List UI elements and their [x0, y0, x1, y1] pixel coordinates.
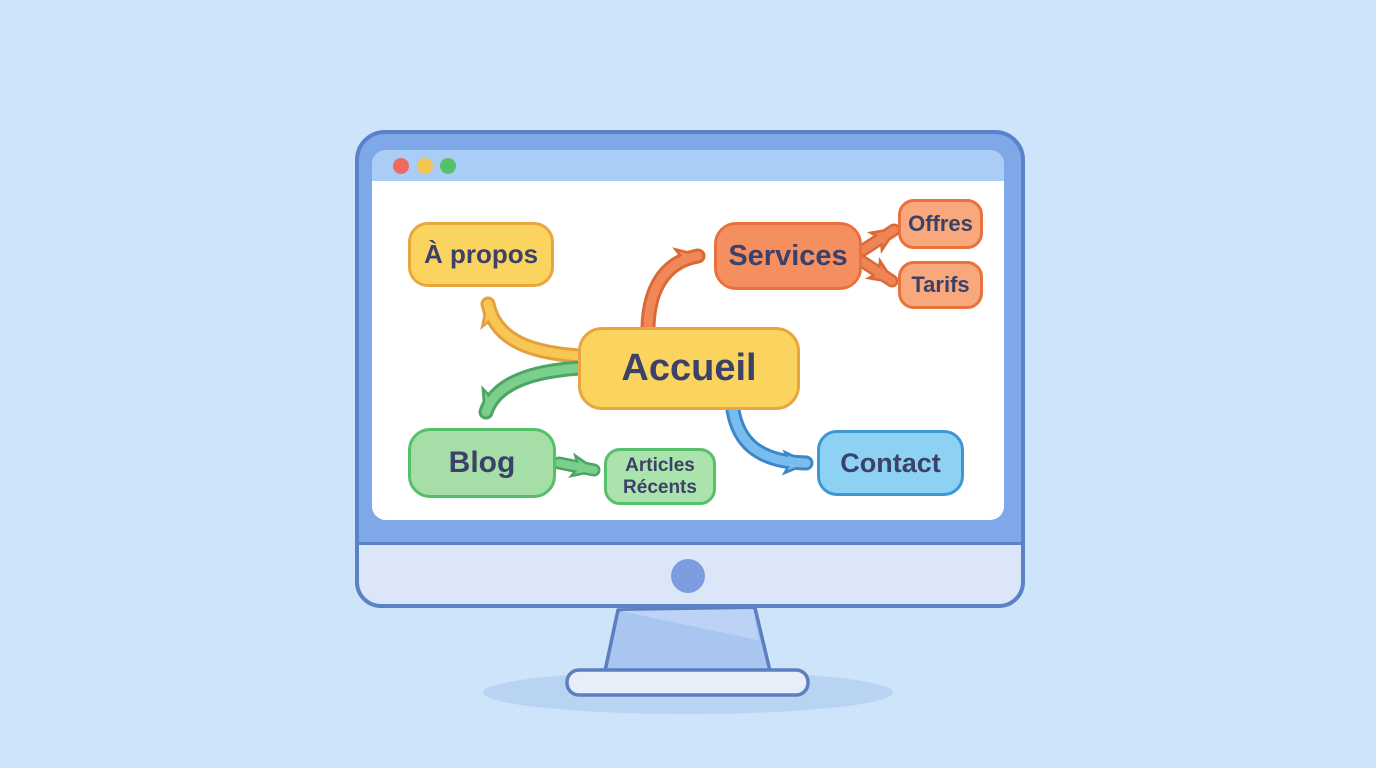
traffic-light-minimize-icon [417, 158, 433, 174]
node-offres: Offres [898, 199, 983, 249]
node-label: Tarifs [911, 272, 970, 297]
monitor-stand [565, 606, 810, 697]
traffic-light-maximize-icon [440, 158, 456, 174]
chin-logo-dot [671, 559, 705, 593]
node-label: Offres [908, 211, 973, 236]
stand-base [565, 668, 810, 697]
node-blog: Blog [408, 428, 556, 498]
node-label: Articles Récents [623, 454, 697, 498]
node-a-propos: À propos [408, 222, 554, 287]
node-accueil: Accueil [578, 327, 800, 410]
node-services: Services [714, 222, 862, 290]
node-label: À propos [423, 239, 539, 269]
node-articles-recents: Articles Récents [604, 448, 716, 505]
monitor-chin [359, 542, 1021, 604]
stand-highlight [620, 609, 758, 640]
node-label: Contact [840, 447, 941, 478]
node-label: Blog [448, 446, 516, 479]
node-contact: Contact [817, 430, 964, 496]
node-tarifs: Tarifs [898, 261, 983, 309]
traffic-light-close-icon [393, 158, 409, 174]
browser-titlebar [372, 150, 1004, 181]
node-label: Services [728, 239, 848, 272]
node-label: Accueil [621, 347, 757, 389]
